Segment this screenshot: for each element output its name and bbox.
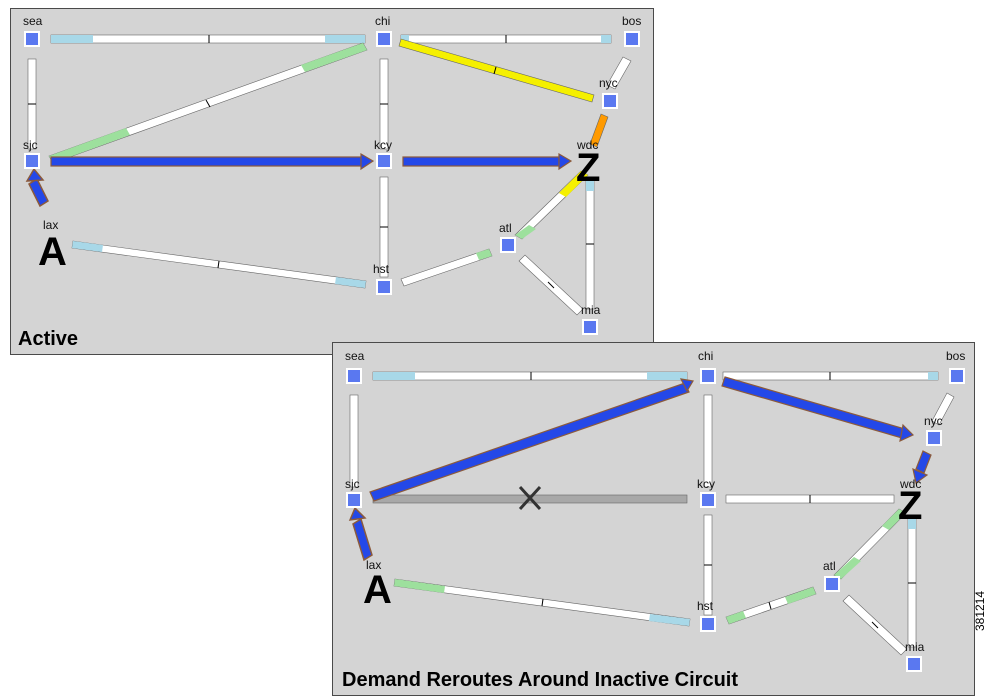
node-label-nyc: nyc [599,76,618,90]
link-chi-nyc[interactable] [398,38,595,103]
link-hst-atl[interactable] [400,248,493,287]
node-bos[interactable] [624,31,640,47]
node-kcy[interactable] [700,492,716,508]
link-sea-sjc[interactable] [27,58,37,150]
node-sjc[interactable] [24,153,40,169]
node-label-chi: chi [375,14,390,28]
link-lax-hst[interactable] [393,578,691,627]
node-label-kcy: kcy [697,477,715,491]
node-sea[interactable] [346,368,362,384]
caption-reroute: Demand Reroutes Around Inactive Circuit [342,669,738,691]
node-nyc[interactable] [926,430,942,446]
link-sea-chi[interactable] [50,34,366,44]
node-sjc[interactable] [346,492,362,508]
link-sea-sjc[interactable] [349,394,359,488]
demand-path-active [25,152,573,208]
endpoint-a-label: A [38,230,67,274]
node-chi[interactable] [376,31,392,47]
node-atl[interactable] [500,237,516,253]
node-label-sea: sea [23,14,43,28]
link-wdc-mia[interactable] [585,180,595,310]
link-kcy-wdc[interactable] [725,494,895,504]
link-chi-kcy[interactable] [703,394,713,488]
link-kcy-hst[interactable] [703,514,713,616]
link-nyc-wdc[interactable] [589,113,609,148]
endpoint-a-label: A [363,568,392,612]
node-label-mia: mia [581,303,601,317]
node-label-kcy: kcy [374,138,392,152]
link-lax-hst[interactable] [71,240,367,289]
link-wdc-atl[interactable] [514,170,589,240]
endpoint-z-label: Z [898,484,922,528]
link-kcy-hst[interactable] [379,176,389,278]
link-atl-mia[interactable] [518,254,584,316]
link-atl-mia[interactable] [842,594,908,656]
node-label-mia: mia [905,640,925,654]
node-label-sjc: sjc [23,138,38,152]
link-chi-bos[interactable] [722,371,939,381]
link-chi-kcy[interactable] [379,58,389,150]
link-sjc-chi[interactable] [48,42,368,164]
link-chi-bos[interactable] [400,34,612,44]
demand-path-reroute [348,376,932,562]
node-label-chi: chi [698,349,713,363]
node-mia[interactable] [582,319,598,335]
figure-id: 381214 [973,590,986,632]
caption-active: Active [18,328,79,350]
endpoint-z-label: Z [576,146,600,190]
link-sea-chi[interactable] [372,371,688,381]
link-wdc-atl[interactable] [833,508,907,580]
node-label-wdc: wdc [899,477,921,491]
node-label-lax: lax [43,218,58,232]
node-label-atl: atl [823,559,836,573]
node-label-bos: bos [946,349,965,363]
link-bos-nyc[interactable] [606,56,632,90]
link-wdc-mia[interactable] [907,518,917,648]
reroute-topology-panel: sea chi bos nyc sjc kcy wdc atl lax hst … [332,342,975,696]
node-bos[interactable] [949,368,965,384]
node-label-hst: hst [697,599,714,613]
link-bos-nyc[interactable] [931,392,955,426]
node-label-bos: bos [622,14,641,28]
link-sjc-kcy-inactive[interactable] [372,485,688,511]
node-label-atl: atl [499,221,512,235]
node-mia[interactable] [906,656,922,672]
node-kcy[interactable] [376,153,392,169]
node-atl[interactable] [824,576,840,592]
node-sea[interactable] [24,31,40,47]
node-nyc[interactable] [602,93,618,109]
node-label-sea: sea [345,349,365,363]
node-hst[interactable] [700,616,716,632]
node-label-nyc: nyc [924,414,943,428]
node-label-wdc: wdc [576,138,598,152]
node-label-lax: lax [366,558,381,572]
node-label-hst: hst [373,262,390,276]
active-topology-diagram: sea chi bos nyc sjc kcy wdc atl lax hst … [23,14,641,335]
node-hst[interactable] [376,279,392,295]
link-hst-atl[interactable] [725,586,817,625]
reroute-topology-diagram: sea chi bos nyc sjc kcy wdc atl lax hst … [345,349,965,672]
node-label-sjc: sjc [345,477,360,491]
node-chi[interactable] [700,368,716,384]
active-topology-panel: sea chi bos nyc sjc kcy wdc atl lax hst … [10,8,654,355]
